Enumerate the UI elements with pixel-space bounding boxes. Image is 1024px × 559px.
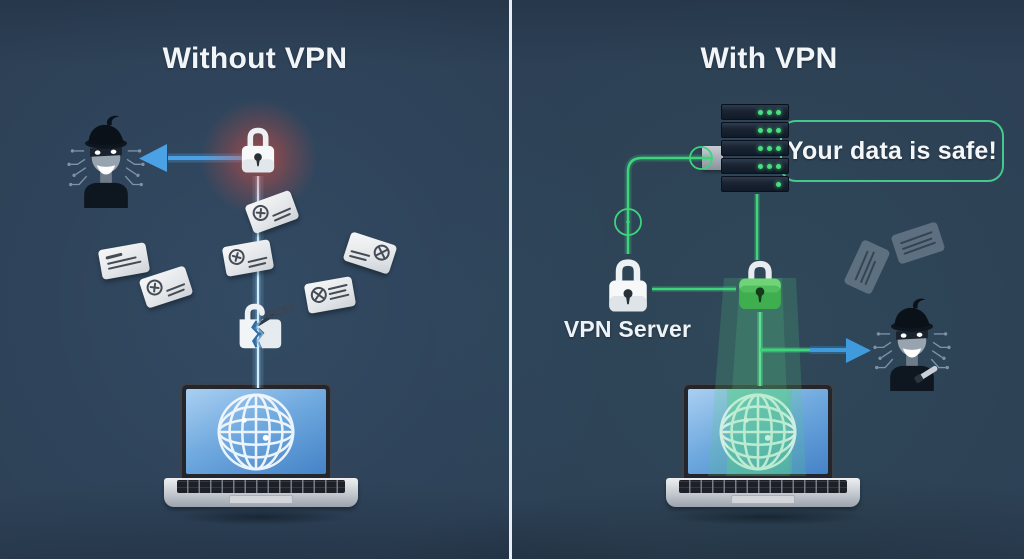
knife-icon — [914, 365, 938, 384]
panel-divider — [509, 0, 512, 559]
laptop-trackpad — [731, 495, 795, 504]
laptop-base — [666, 478, 860, 507]
safe-data-callout: Your data is safe! — [780, 120, 1004, 182]
laptop-base — [164, 478, 358, 507]
intercepted-padlock-icon — [241, 127, 275, 173]
laptop-screen-bezel — [682, 383, 834, 480]
left-panel-title: Without VPN — [162, 42, 348, 75]
server-unit — [721, 176, 789, 192]
hacker-icon — [67, 115, 145, 208]
data-card-icon — [221, 239, 275, 277]
laptop-trackpad — [229, 495, 293, 504]
vpn-server-label: VPN Server — [563, 316, 692, 342]
laptop-screen — [688, 389, 828, 474]
data-card-icon — [138, 265, 194, 309]
data-card-icon — [890, 221, 946, 265]
right-panel-title: With VPN — [700, 42, 838, 75]
data-card-icon — [342, 231, 398, 275]
server-unit — [721, 158, 789, 174]
globe-icon — [719, 393, 797, 470]
laptop-icon — [625, 378, 905, 528]
encrypted-padlock-icon — [739, 260, 781, 309]
safe-data-callout-text: Your data is safe! — [786, 136, 998, 165]
data-card-icon — [303, 276, 357, 314]
server-unit — [721, 104, 789, 120]
server-unit — [721, 140, 789, 156]
laptop-shadow — [625, 506, 905, 528]
server-connector-icon — [702, 146, 723, 170]
globe-icon — [217, 393, 295, 470]
server-rack-icon — [721, 104, 791, 194]
server-unit — [721, 122, 789, 138]
laptop-keyboard — [177, 480, 345, 493]
blocked-arrow-icon — [760, 338, 871, 363]
laptop-keyboard — [679, 480, 847, 493]
vpn-padlock-icon — [609, 259, 647, 312]
laptop-icon — [139, 378, 383, 528]
hacker-blocked-icon — [873, 298, 951, 392]
data-card-icon — [97, 242, 151, 280]
broken-padlock-icon — [239, 303, 294, 349]
data-card-icon — [843, 238, 891, 296]
laptop-screen — [186, 389, 326, 474]
laptop-screen-bezel — [180, 383, 332, 480]
laptop-shadow — [139, 506, 383, 528]
